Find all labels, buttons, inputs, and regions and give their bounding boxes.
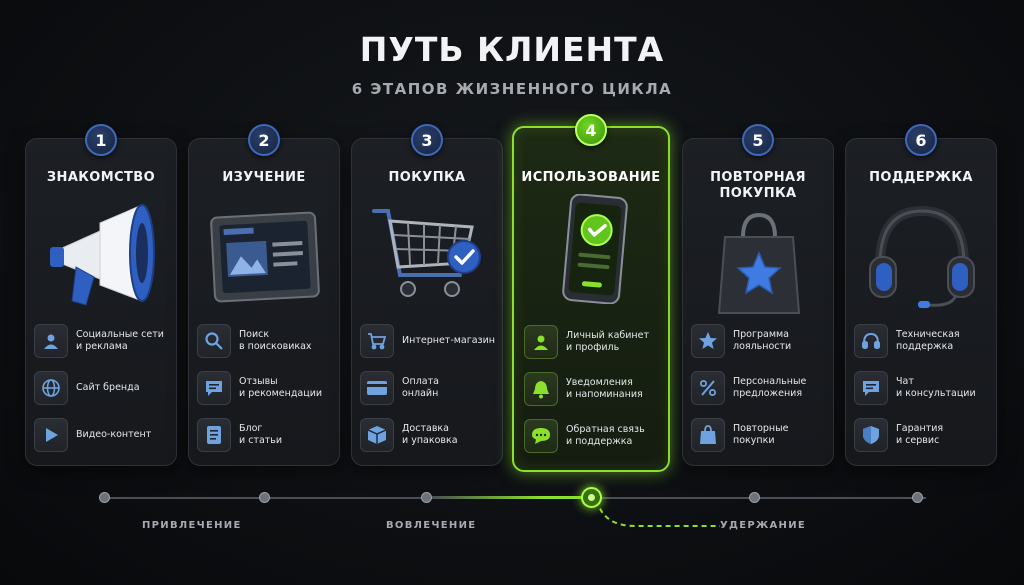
timeline-branch <box>596 499 720 527</box>
item-label: Чат и консультации <box>896 376 976 399</box>
cart-icon <box>372 209 481 297</box>
list-item[interactable]: Блог и статьи <box>197 417 333 453</box>
stage-number: 3 <box>411 124 443 156</box>
item-label: Программа лояльности <box>733 329 792 352</box>
item-label: Персональные предложения <box>733 376 807 399</box>
stage-number: 2 <box>248 124 280 156</box>
play-icon <box>34 418 68 452</box>
item-label: Уведомления и напоминания <box>566 377 643 400</box>
phase-label-engagement: ВОВЛЕЧЕНИЕ <box>386 520 477 531</box>
chat-icon <box>854 371 888 405</box>
phase-label-attraction: ПРИВЛЕЧЕНИЕ <box>142 520 242 531</box>
list-item[interactable]: Поиск в поисковиках <box>197 323 333 359</box>
list-item[interactable]: Уведомления и напоминания <box>524 371 662 407</box>
stage-card-3[interactable]: 3 ПОКУПКА Интернет-магазин Оплата онлайн… <box>351 124 503 466</box>
list-item[interactable]: Оплата онлайн <box>360 370 496 406</box>
item-label: Видео-контент <box>76 429 152 440</box>
card-icon <box>360 371 394 405</box>
stage-card-6[interactable]: 6 ПОДДЕРЖКА Техническая поддержка Чат и … <box>845 124 997 466</box>
item-label: Доставка и упаковка <box>402 423 458 446</box>
list-item[interactable]: Чат и консультации <box>854 370 990 406</box>
page-title: ПУТЬ КЛИЕНТА <box>359 30 665 69</box>
list-item[interactable]: Личный кабинет и профиль <box>524 324 662 360</box>
item-label: Гарантия и сервис <box>896 423 944 446</box>
cart-icon <box>360 324 394 358</box>
stage-title: ПОКУПКА <box>388 170 466 185</box>
page-subtitle: 6 ЭТАПОВ ЖИЗНЕННОГО ЦИКЛА <box>351 80 673 98</box>
headset-icon <box>854 324 888 358</box>
timeline-dot-4[interactable] <box>581 487 602 508</box>
item-label: Социальные сети и реклама <box>76 329 164 352</box>
list-item[interactable]: Отзывы и рекомендации <box>197 370 333 406</box>
box-icon <box>360 418 394 452</box>
bag-icon <box>691 418 725 452</box>
item-label: Сайт бренда <box>76 382 140 393</box>
stage-card-1[interactable]: 1 ЗНАКОМСТВО Социальные сети и реклама С… <box>25 124 177 466</box>
list-item[interactable]: Социальные сети и реклама <box>34 323 170 359</box>
list-item[interactable]: Интернет-магазин <box>360 323 496 359</box>
list-item[interactable]: Видео-контент <box>34 417 170 453</box>
stage-card-2[interactable]: 2 ИЗУЧЕНИЕ Поиск в поисковиках Отзывы и … <box>188 124 340 466</box>
item-label: Техническая поддержка <box>896 329 960 352</box>
globe-icon <box>34 371 68 405</box>
search-icon <box>197 324 231 358</box>
item-label: Поиск в поисковиках <box>239 329 312 352</box>
bell-icon <box>524 372 558 406</box>
item-label: Интернет-магазин <box>402 335 495 346</box>
item-label: Повторные покупки <box>733 423 789 446</box>
phone-check-icon <box>562 194 628 304</box>
stage-title: ЗНАКОМСТВО <box>46 170 156 185</box>
timeline-dot-2[interactable] <box>259 492 270 503</box>
item-label: Оплата онлайн <box>402 376 439 399</box>
timeline-dot-3[interactable] <box>421 492 432 503</box>
shopping-bag-icon <box>717 212 801 314</box>
timeline-dot-1[interactable] <box>99 492 110 503</box>
stage-card-4[interactable]: 4 ИСПОЛЬЗОВАНИЕ Личный кабинет и профиль… <box>512 114 670 472</box>
list-item[interactable]: Техническая поддержка <box>854 323 990 359</box>
list-item[interactable]: Доставка и упаковка <box>360 417 496 453</box>
stage-title: ПОДДЕРЖКА <box>869 170 973 185</box>
chat-icon <box>524 419 558 453</box>
stage-number: 5 <box>742 124 774 156</box>
stage-number: 1 <box>85 124 117 156</box>
list-item[interactable]: Гарантия и сервис <box>854 417 990 453</box>
stage-title: ПОВТОРНАЯ ПОКУПКА <box>710 170 806 201</box>
headset-icon <box>869 205 975 308</box>
item-label: Личный кабинет и профиль <box>566 330 650 353</box>
megaphone-icon <box>50 204 155 306</box>
item-label: Обратная связь и поддержка <box>566 424 645 447</box>
percent-icon <box>691 371 725 405</box>
star-icon <box>691 324 725 358</box>
shield-icon <box>854 418 888 452</box>
stage-title: ИЗУЧЕНИЕ <box>222 170 306 185</box>
user-icon <box>34 324 68 358</box>
stage-number: 6 <box>905 124 937 156</box>
phase-label-retention: УДЕРЖАНИЕ <box>720 520 807 531</box>
list-item[interactable]: Программа лояльности <box>691 323 827 359</box>
timeline-dot-6[interactable] <box>912 492 923 503</box>
list-item[interactable]: Сайт бренда <box>34 370 170 406</box>
tablet-icon <box>210 211 320 303</box>
timeline-dot-5[interactable] <box>749 492 760 503</box>
list-item[interactable]: Персональные предложения <box>691 370 827 406</box>
stage-number: 4 <box>575 114 607 146</box>
document-icon <box>197 418 231 452</box>
stage-card-5[interactable]: 5 ПОВТОРНАЯ ПОКУПКА Программа лояльности… <box>682 124 834 466</box>
list-item[interactable]: Повторные покупки <box>691 417 827 453</box>
item-label: Блог и статьи <box>239 423 283 446</box>
list-item[interactable]: Обратная связь и поддержка <box>524 418 662 454</box>
item-label: Отзывы и рекомендации <box>239 376 323 399</box>
stage-title: ИСПОЛЬЗОВАНИЕ <box>521 170 661 185</box>
chat-icon <box>197 371 231 405</box>
user-icon <box>524 325 558 359</box>
timeline-progress <box>430 496 590 499</box>
